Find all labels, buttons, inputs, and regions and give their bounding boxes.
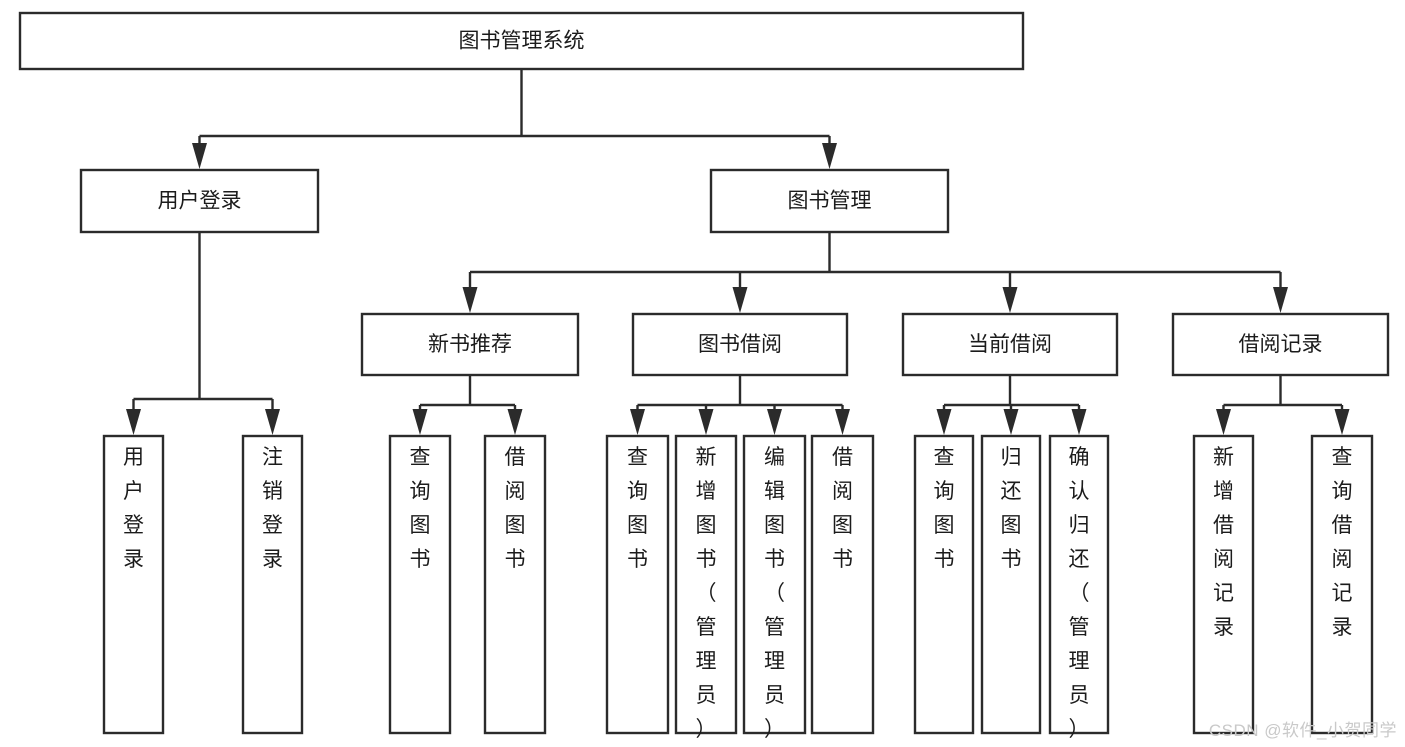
arrow-head-leaf_1	[265, 409, 280, 435]
node-box-leaf_11[interactable]	[1192, 434, 1255, 735]
node-label-l3_1: 图书借阅	[698, 333, 782, 356]
node-label-leaf_10: 确认归还（管理员）	[1069, 446, 1090, 741]
arrow-head-leaf_0	[126, 409, 141, 435]
node-l3_1[interactable]: 图书借阅	[631, 312, 849, 377]
node-root[interactable]: 图书管理系统	[18, 11, 1025, 71]
arrow-head-leaf_2	[412, 409, 428, 435]
node-label-leaf_4: 查询图书	[627, 446, 648, 571]
node-l2_1[interactable]: 图书管理	[709, 168, 950, 234]
node-leaf_8[interactable]: 查询图书	[913, 434, 975, 735]
node-box-leaf_2[interactable]	[388, 434, 452, 735]
node-l3_2[interactable]: 当前借阅	[901, 312, 1119, 377]
node-box-leaf_8[interactable]	[913, 434, 975, 735]
node-leaf_12[interactable]: 查询借阅记录	[1310, 434, 1374, 735]
arrow-head-leaf_10	[1071, 409, 1087, 435]
node-label-leaf_9: 归还图书	[1001, 446, 1022, 571]
node-label-leaf_12: 查询借阅记录	[1332, 446, 1353, 639]
node-l3_3[interactable]: 借阅记录	[1171, 312, 1390, 377]
arrow-head-l3_1	[732, 287, 748, 313]
node-box-leaf_5[interactable]	[674, 434, 738, 735]
node-label-l3_2: 当前借阅	[968, 333, 1052, 356]
node-label-l2_0: 用户登录	[158, 190, 242, 213]
node-leaf_4[interactable]: 查询图书	[605, 434, 670, 735]
arrow-head-l3_0	[462, 287, 478, 313]
node-leaf_1[interactable]: 注销登录	[241, 434, 304, 735]
node-box-l3_1[interactable]	[631, 312, 849, 377]
node-label-leaf_11: 新增借阅记录	[1213, 446, 1234, 639]
node-box-l3_3[interactable]	[1171, 312, 1390, 377]
node-label-leaf_0: 用户登录	[123, 446, 144, 571]
arrow-head-leaf_11	[1216, 409, 1231, 435]
node-box-l2_0[interactable]	[79, 168, 320, 234]
node-box-root[interactable]	[18, 11, 1025, 71]
node-box-leaf_4[interactable]	[605, 434, 670, 735]
node-layer: 图书管理系统用户登录图书管理新书推荐图书借阅当前借阅借阅记录用户登录注销登录查询…	[18, 11, 1390, 741]
node-box-leaf_9[interactable]	[980, 434, 1042, 735]
arrow-head-l2_1	[822, 143, 837, 169]
node-box-leaf_12[interactable]	[1310, 434, 1374, 735]
arrow-head-leaf_8	[936, 409, 952, 435]
node-leaf_3[interactable]: 借阅图书	[483, 434, 547, 735]
node-leaf_2[interactable]: 查询图书	[388, 434, 452, 735]
node-box-l3_2[interactable]	[901, 312, 1119, 377]
node-label-root: 图书管理系统	[459, 30, 585, 53]
node-leaf_5[interactable]: 新增图书（管理员）	[674, 434, 738, 741]
node-label-l2_1: 图书管理	[788, 190, 872, 213]
node-label-leaf_8: 查询图书	[934, 446, 955, 571]
arrow-head-leaf_3	[507, 409, 523, 435]
node-leaf_9[interactable]: 归还图书	[980, 434, 1042, 735]
node-label-leaf_7: 借阅图书	[832, 446, 853, 571]
arrow-head-l3_2	[1002, 287, 1018, 313]
arrow-head-l3_3	[1273, 287, 1288, 313]
arrow-head-l2_0	[192, 143, 207, 169]
node-leaf_11[interactable]: 新增借阅记录	[1192, 434, 1255, 735]
node-l2_0[interactable]: 用户登录	[79, 168, 320, 234]
node-box-leaf_6[interactable]	[742, 434, 807, 735]
node-box-l2_1[interactable]	[709, 168, 950, 234]
node-label-leaf_5: 新增图书（管理员）	[696, 446, 717, 741]
arrow-head-leaf_9	[1003, 409, 1019, 435]
arrow-head-leaf_12	[1334, 409, 1350, 435]
node-label-l3_0: 新书推荐	[428, 333, 512, 356]
node-label-leaf_1: 注销登录	[262, 446, 283, 571]
node-leaf_10[interactable]: 确认归还（管理员）	[1048, 434, 1110, 741]
node-leaf_6[interactable]: 编辑图书（管理员）	[742, 434, 807, 741]
node-box-leaf_1[interactable]	[241, 434, 304, 735]
connector-layer	[126, 69, 1350, 435]
node-box-leaf_0[interactable]	[102, 434, 165, 735]
node-label-leaf_3: 借阅图书	[505, 446, 526, 571]
node-l3_0[interactable]: 新书推荐	[360, 312, 580, 377]
node-leaf_0[interactable]: 用户登录	[102, 434, 165, 735]
node-leaf_7[interactable]: 借阅图书	[810, 434, 875, 735]
arrow-head-leaf_5	[698, 409, 714, 435]
arrow-head-leaf_7	[835, 409, 850, 435]
arrow-head-leaf_4	[630, 409, 645, 435]
node-box-leaf_7[interactable]	[810, 434, 875, 735]
node-label-leaf_2: 查询图书	[410, 446, 431, 571]
node-label-l3_3: 借阅记录	[1239, 333, 1323, 356]
node-box-leaf_3[interactable]	[483, 434, 547, 735]
node-box-leaf_10[interactable]	[1048, 434, 1110, 735]
watermark-label: CSDN @软件_小贺同学	[1208, 721, 1397, 740]
node-box-l3_0[interactable]	[360, 312, 580, 377]
node-label-leaf_6: 编辑图书（管理员）	[764, 446, 785, 741]
arrow-head-leaf_6	[767, 409, 782, 435]
